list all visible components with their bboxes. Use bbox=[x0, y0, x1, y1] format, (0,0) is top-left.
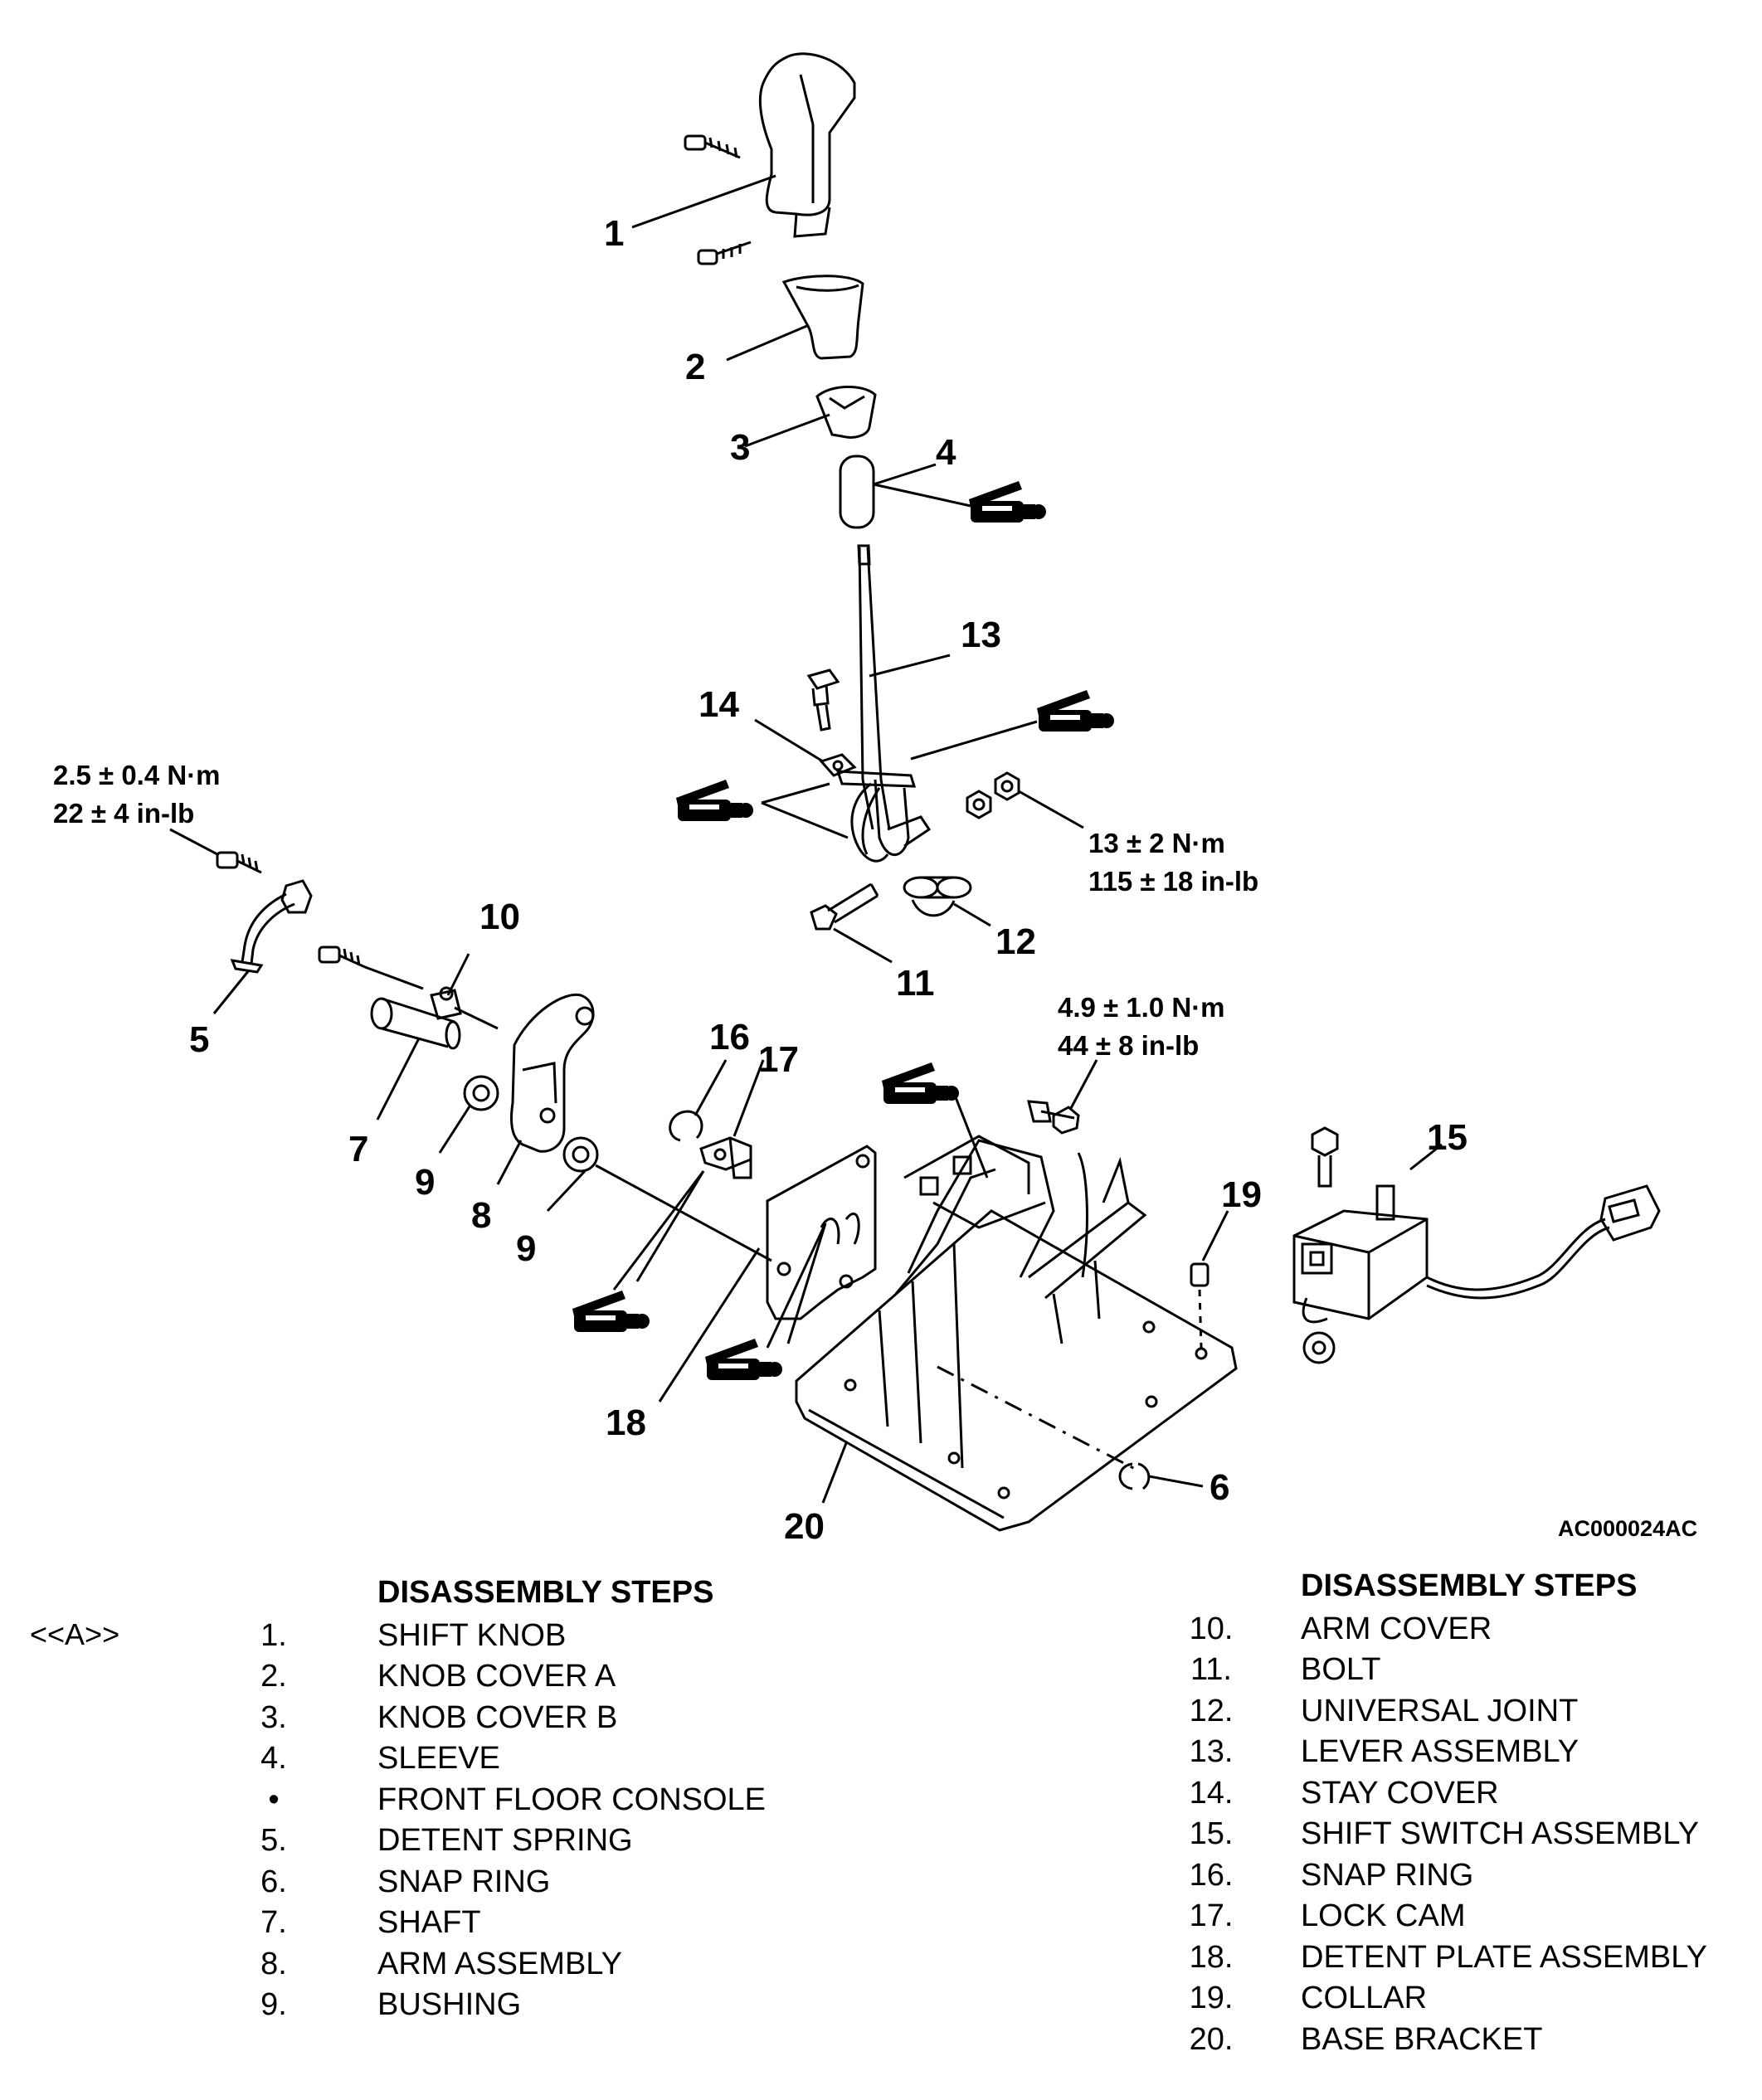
list-item: 6.SNAP RING bbox=[260, 1864, 551, 1899]
disassembly-steps-right: DISASSEMBLY STEPS 10.ARM COVER 11.BOLT 1… bbox=[1161, 1566, 1707, 2060]
list-item: 15.SHIFT SWITCH ASSEMBLY bbox=[1189, 1816, 1700, 1851]
callout-11: 11 bbox=[896, 963, 935, 1004]
callout-6: 6 bbox=[1210, 1467, 1229, 1508]
list-item: 13.LEVER ASSEMBLY bbox=[1189, 1734, 1579, 1769]
callout-1: 1 bbox=[604, 213, 624, 254]
grease-icon bbox=[969, 481, 1046, 523]
list-item: 8.ARM ASSEMBLY bbox=[260, 1946, 622, 1981]
torque-spec-3-inlb: 44 ± 8 in-lb bbox=[1058, 1030, 1199, 1061]
callout-10: 10 bbox=[479, 897, 520, 937]
list-item: 20.BASE BRACKET bbox=[1189, 2021, 1543, 2057]
list-item: •FRONT FLOOR CONSOLE bbox=[268, 1782, 767, 1817]
snap-ring-part bbox=[1118, 1462, 1151, 1490]
lever-assembly-part bbox=[835, 544, 932, 863]
sleeve-part bbox=[839, 455, 875, 529]
list-item: 16.SNAP RING bbox=[1189, 1857, 1474, 1893]
knob-cover-b-part bbox=[815, 386, 877, 439]
list-item: 12.UNIVERSAL JOINT bbox=[1189, 1693, 1579, 1728]
shift-knob-part bbox=[758, 52, 856, 238]
nut-icon bbox=[966, 771, 1020, 819]
exploded-view-diagram: 1 2 3 4 5 6 7 8 9 9 10 11 12 13 14 15 16… bbox=[53, 52, 1697, 1547]
torque-spec-2-nm: 13 ± 2 N·m bbox=[1088, 828, 1225, 858]
callout-4: 4 bbox=[936, 432, 956, 473]
list-item: 10.ARM COVER bbox=[1189, 1611, 1492, 1646]
callout-5: 5 bbox=[189, 1019, 209, 1060]
callout-12: 12 bbox=[995, 921, 1036, 962]
stay-cover-part bbox=[819, 753, 857, 777]
list-item: 1.SHIFT KNOB bbox=[260, 1617, 567, 1653]
arm-cover-part bbox=[430, 986, 462, 1020]
list-item: 7.SHAFT bbox=[260, 1905, 481, 1940]
list-item: 3.KNOB COVER B bbox=[260, 1699, 618, 1735]
callout-15: 15 bbox=[1427, 1117, 1468, 1158]
list-item: 9.BUSHING bbox=[260, 1987, 522, 2022]
callout-3: 3 bbox=[730, 427, 750, 468]
callout-13: 13 bbox=[961, 615, 1001, 655]
callout-8: 8 bbox=[471, 1195, 491, 1236]
torque-spec-2-inlb: 115 ± 18 in-lb bbox=[1088, 866, 1258, 897]
callout-9b: 9 bbox=[516, 1228, 536, 1269]
callout-9a: 9 bbox=[415, 1162, 435, 1203]
list-item: 4.SLEEVE bbox=[260, 1741, 500, 1776]
knob-cover-a-part bbox=[781, 275, 864, 360]
snap-ring-part bbox=[669, 1110, 703, 1142]
list-item: 19.COLLAR bbox=[1189, 1981, 1428, 2015]
torque-spec-3-nm: 4.9 ± 1.0 N·m bbox=[1058, 992, 1225, 1023]
grease-icon bbox=[882, 1062, 959, 1104]
torque-spec-1-inlb: 22 ± 4 in-lb bbox=[53, 798, 194, 829]
base-bracket-part bbox=[795, 1135, 1238, 1532]
figure-id: AC000024AC bbox=[1558, 1516, 1697, 1541]
disassembly-steps-left: DISASSEMBLY STEPS 1.SHIFT KNOB 2.KNOB CO… bbox=[207, 1573, 766, 2026]
lock-cam-part bbox=[699, 1136, 752, 1179]
steps-header: DISASSEMBLY STEPS bbox=[377, 1575, 714, 1610]
grease-icon bbox=[676, 780, 753, 821]
grease-icon bbox=[1037, 690, 1114, 732]
service-code: <<A>> bbox=[30, 1617, 120, 1651]
list-item: 14.STAY COVER bbox=[1189, 1775, 1499, 1811]
grease-icon bbox=[572, 1291, 650, 1332]
collar-part bbox=[1190, 1262, 1210, 1287]
bushing-part bbox=[463, 1075, 599, 1173]
bolt-icon bbox=[806, 668, 840, 732]
screw-icon bbox=[216, 851, 262, 874]
steps-header: DISASSEMBLY STEPS bbox=[1301, 1568, 1638, 1603]
callout-7: 7 bbox=[348, 1129, 368, 1169]
detent-spring-part bbox=[230, 879, 313, 974]
grease-icon bbox=[705, 1339, 782, 1380]
bolt-icon bbox=[1302, 1126, 1339, 1364]
list-item: 11.BOLT bbox=[1190, 1652, 1381, 1687]
universal-joint-part bbox=[903, 876, 972, 917]
shift-switch-part bbox=[1292, 1184, 1661, 1324]
list-item: 18.DETENT PLATE ASSEMBLY bbox=[1189, 1939, 1707, 1975]
callout-2: 2 bbox=[685, 347, 705, 387]
arm-assembly-part bbox=[510, 993, 595, 1153]
callout-19: 19 bbox=[1221, 1174, 1262, 1215]
callout-16: 16 bbox=[709, 1017, 750, 1057]
flange-bolt-icon bbox=[1027, 1100, 1080, 1135]
callout-14: 14 bbox=[698, 684, 739, 725]
shaft-part bbox=[370, 997, 461, 1050]
list-item: 2.KNOB COVER A bbox=[260, 1659, 616, 1694]
callout-20: 20 bbox=[784, 1506, 825, 1547]
callout-17: 17 bbox=[758, 1039, 799, 1080]
bolt-part bbox=[810, 882, 879, 931]
screw-icon bbox=[318, 945, 366, 969]
callout-18: 18 bbox=[606, 1402, 646, 1443]
list-item: 17.LOCK CAM bbox=[1189, 1898, 1466, 1933]
screw-icon bbox=[684, 134, 752, 265]
torque-spec-1-nm: 2.5 ± 0.4 N·m bbox=[53, 760, 221, 790]
list-item: 5.DETENT SPRING bbox=[260, 1823, 633, 1858]
detent-plate-part bbox=[766, 1145, 877, 1320]
